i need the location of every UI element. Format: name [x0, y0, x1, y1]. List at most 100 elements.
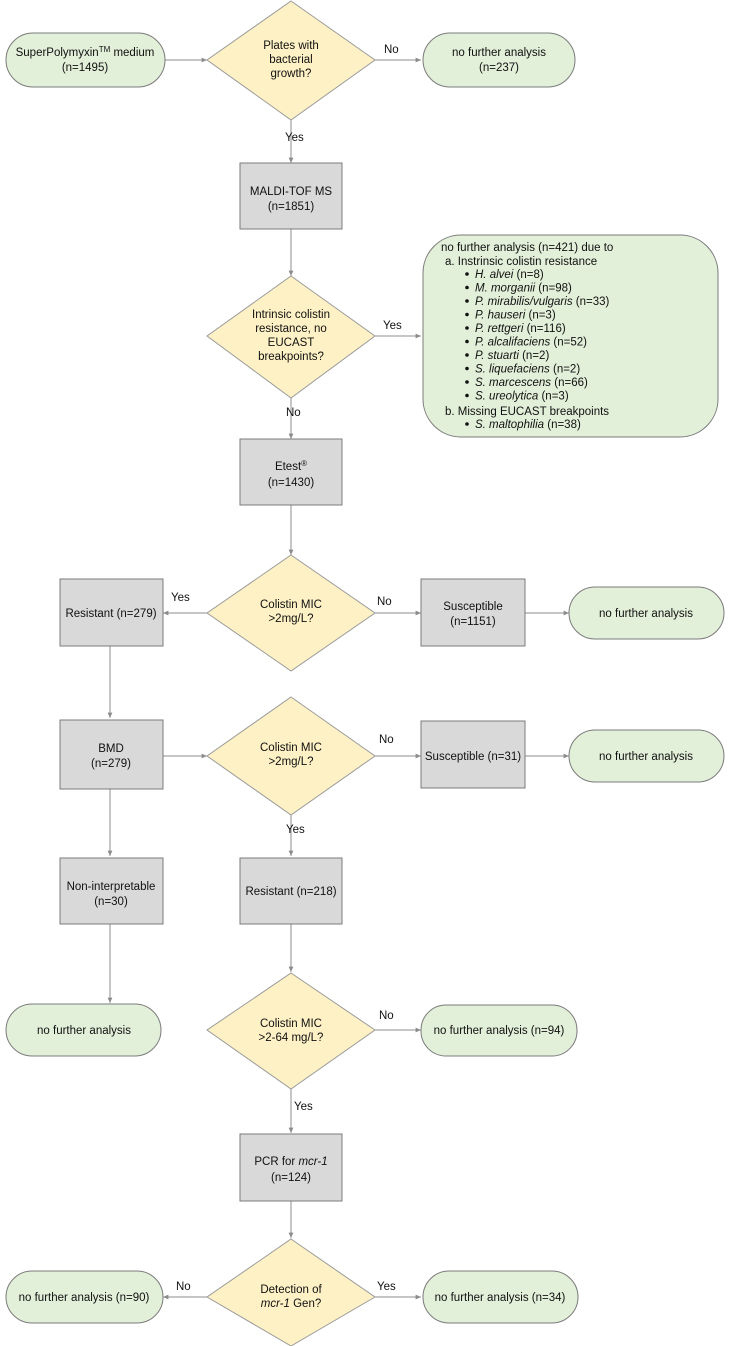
svg-text:mcr-1 Gen?: mcr-1 Gen? [261, 1298, 322, 1310]
decision-detect-rest: Gen? [290, 1298, 321, 1310]
decision-mic3-line1: Colistin MIC [260, 1018, 322, 1030]
nfa1-label: no further analysis [599, 608, 693, 620]
species-count: (n=52) [550, 337, 587, 349]
bullet-icon [465, 366, 469, 371]
excluded-node: no further analysis (n=421) due to a. In… [422, 234, 719, 438]
species-item: P. alcalifaciens (n=52) [475, 337, 587, 349]
bullet-icon [465, 285, 469, 290]
resistant1-label: Resistant (n=279) [65, 608, 156, 620]
species-count: (n=3) [525, 310, 556, 322]
maldi-node: MALDI-TOF MS (n=1851) [239, 162, 343, 230]
svg-text:Etest®: Etest® [275, 459, 307, 473]
decision-intrinsic-line1: Intrinsic colistin [252, 309, 330, 321]
susceptible2-label: Susceptible (n=31) [425, 751, 521, 763]
species-item: H. alvei (n=8) [475, 269, 544, 281]
species-name: H. alvei [475, 269, 514, 281]
species-count: (n=2) [550, 364, 581, 376]
start-node: SuperPolymyxinTM medium (n=1495) [5, 32, 166, 88]
species-item: P. hauseri (n=3) [475, 310, 556, 322]
label-detect-no: No [176, 1281, 191, 1293]
bullet-icon [465, 312, 469, 317]
decision-intrinsic-line3: EUCAST [268, 337, 315, 349]
nfa3-label: no further analysis [37, 1025, 131, 1037]
etest-node: Etest® (n=1430) [239, 438, 343, 506]
species-item: S. ureolytica (n=3) [475, 391, 569, 403]
decision-mic3-line2: >2-64 mg/L? [259, 1032, 324, 1044]
excluded-section-b: b. Missing EUCAST breakpoints [445, 406, 609, 418]
nfa5-node: no further analysis (n=90) [5, 1270, 164, 1324]
species-name: P. hauseri [475, 310, 526, 322]
species-name: S. maltophilia [475, 419, 544, 431]
decision-intrinsic-line2: resistance, no [255, 323, 327, 335]
species-name: S. marcescens [475, 377, 551, 389]
species-count: (n=66) [551, 377, 588, 389]
bullet-icon [465, 272, 469, 276]
label-intrinsic-no: No [286, 407, 301, 419]
decision-detect-gene: mcr-1 [261, 1298, 290, 1310]
bullet-icon [465, 422, 469, 426]
svg-text:PCR for mcr-1: PCR for mcr-1 [254, 1156, 327, 1168]
start-count: (n=1495) [62, 62, 109, 74]
species-item: S. marcescens (n=66) [475, 377, 588, 389]
species-item: S. maltophilia (n=38) [475, 419, 581, 431]
connectors [107, 57, 569, 1300]
label-mic1-yes: Yes [171, 592, 190, 604]
decision-growth-line2: bacterial [269, 54, 312, 66]
decision-mic2-line1: Colistin MIC [260, 742, 322, 754]
decision-mic2: Colistin MIC >2mg/L? [206, 696, 376, 816]
bullet-icon [465, 326, 469, 330]
nfa2-label: no further analysis [599, 751, 693, 763]
species-name: S. ureolytica [475, 391, 538, 403]
maldi-line2: (n=1851) [268, 201, 315, 213]
species-count: (n=33) [573, 296, 610, 308]
pcr-label: PCR for [254, 1156, 298, 1168]
species-item: M. morganii (n=98) [475, 283, 572, 295]
susceptible1-line1: Susceptible [443, 601, 502, 613]
species-count: (n=3) [538, 391, 569, 403]
species-count: (n=98) [535, 283, 572, 295]
species-name: P. alcalifaciens [475, 337, 550, 349]
decision-growth-line3: growth? [271, 68, 312, 80]
etest-count: (n=1430) [268, 477, 315, 489]
start-medium: medium [110, 47, 154, 59]
species-count: (n=116) [523, 323, 565, 335]
species-item: P. mirabilis/vulgaris (n=33) [475, 296, 610, 308]
registered-mark: ® [301, 459, 307, 468]
decision-mic1-line1: Colistin MIC [260, 599, 322, 611]
excluded-heading: no further analysis (n=421) due to [441, 242, 613, 254]
species-name: M. morganii [475, 283, 536, 295]
species-item: P. rettgeri (n=116) [475, 323, 566, 335]
label-growth-no: No [384, 44, 399, 56]
decision-mic3: Colistin MIC >2-64 mg/L? [206, 972, 376, 1090]
nfa3-node: no further analysis [5, 1003, 162, 1057]
label-mic3-yes: Yes [294, 1101, 313, 1113]
susceptible1-line2: (n=1151) [450, 616, 496, 628]
nfa4-label: no further analysis (n=94) [434, 1025, 565, 1037]
label-growth-yes: Yes [285, 132, 304, 144]
label-mic2-no: No [379, 734, 394, 746]
bmd-line2: (n=279) [91, 758, 131, 770]
start-label: SuperPolymyxin [16, 47, 99, 59]
species-name: P. mirabilis/vulgaris [475, 296, 573, 308]
bmd-line1: BMD [98, 743, 124, 755]
resistant2-node: Resistant (n=218) [239, 857, 343, 925]
species-item: P. stuarti (n=2) [475, 350, 549, 362]
decision-mic1-line2: >2mg/L? [268, 613, 313, 625]
resistant2-label: Resistant (n=218) [245, 886, 336, 898]
label-mic1-no: No [377, 596, 392, 608]
bullet-icon [465, 299, 469, 303]
species-list-b: S. maltophilia (n=38) [465, 419, 581, 431]
decision-intrinsic: Intrinsic colistin resistance, no EUCAST… [206, 275, 376, 399]
resistant1-node: Resistant (n=279) [59, 578, 164, 647]
bullet-icon [465, 353, 469, 357]
bullet-icon [465, 393, 469, 398]
no-growth-line1: no further analysis [452, 47, 546, 59]
decision-detect-line1: Detection of [260, 1284, 322, 1296]
label-intrinsic-yes: Yes [383, 320, 402, 332]
noninterp-line2: (n=30) [94, 896, 128, 908]
decision-growth-line1: Plates with [263, 40, 319, 52]
edge-labels: No Yes Yes No Yes No No Yes No Yes No Ye… [171, 44, 402, 1293]
species-count: (n=2) [519, 350, 550, 362]
bullet-icon [465, 380, 469, 384]
